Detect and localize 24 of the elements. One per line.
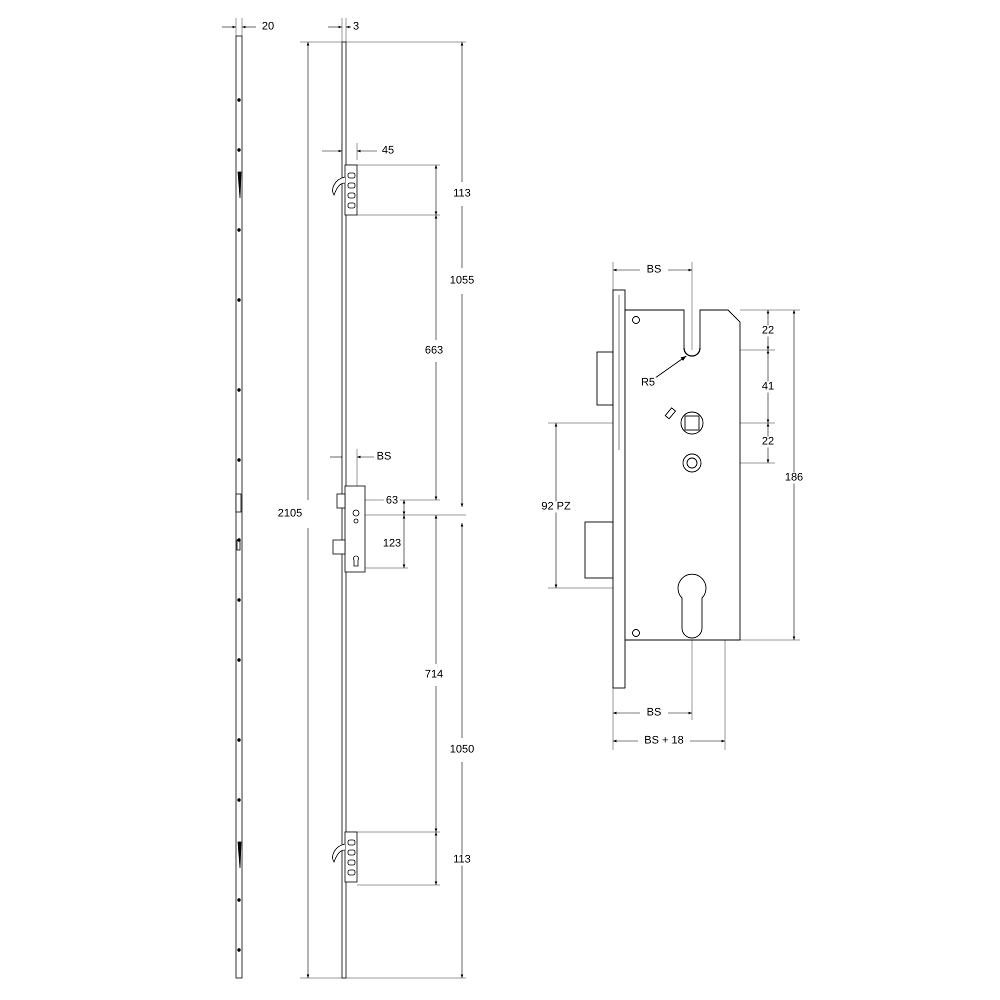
dimension-label: 45 (380, 146, 396, 156)
dimension-label: 1050 (448, 744, 476, 756)
radius-label: R5 (638, 378, 658, 388)
dimension-label: 22 (760, 326, 776, 336)
dimension-label: BS + 18 (642, 736, 686, 746)
leader-line (655, 356, 687, 378)
dimension-label: 2105 (276, 508, 304, 520)
dimension-label: 113 (451, 188, 473, 200)
dimension-label: BS (644, 264, 664, 276)
dimension-label: 3 (350, 22, 362, 32)
dimension-label: 1055 (448, 276, 476, 286)
dimension-label: 63 (384, 496, 400, 506)
dimension-label: 20 (260, 22, 276, 32)
dimension-label: BS (644, 708, 664, 718)
notch-radius-arc (683, 348, 701, 357)
dimension-label: 113 (451, 854, 473, 866)
dimension-label: 123 (380, 538, 404, 550)
dimension-label: 663 (422, 346, 446, 356)
dimension-label: 186 (782, 472, 806, 484)
dimension-label: BS (374, 452, 394, 462)
dimension-label: 41 (760, 382, 776, 392)
dimension-label: 714 (422, 670, 446, 680)
dimension-label: 22 (760, 436, 776, 448)
dimension-label: 92 PZ (539, 502, 573, 512)
